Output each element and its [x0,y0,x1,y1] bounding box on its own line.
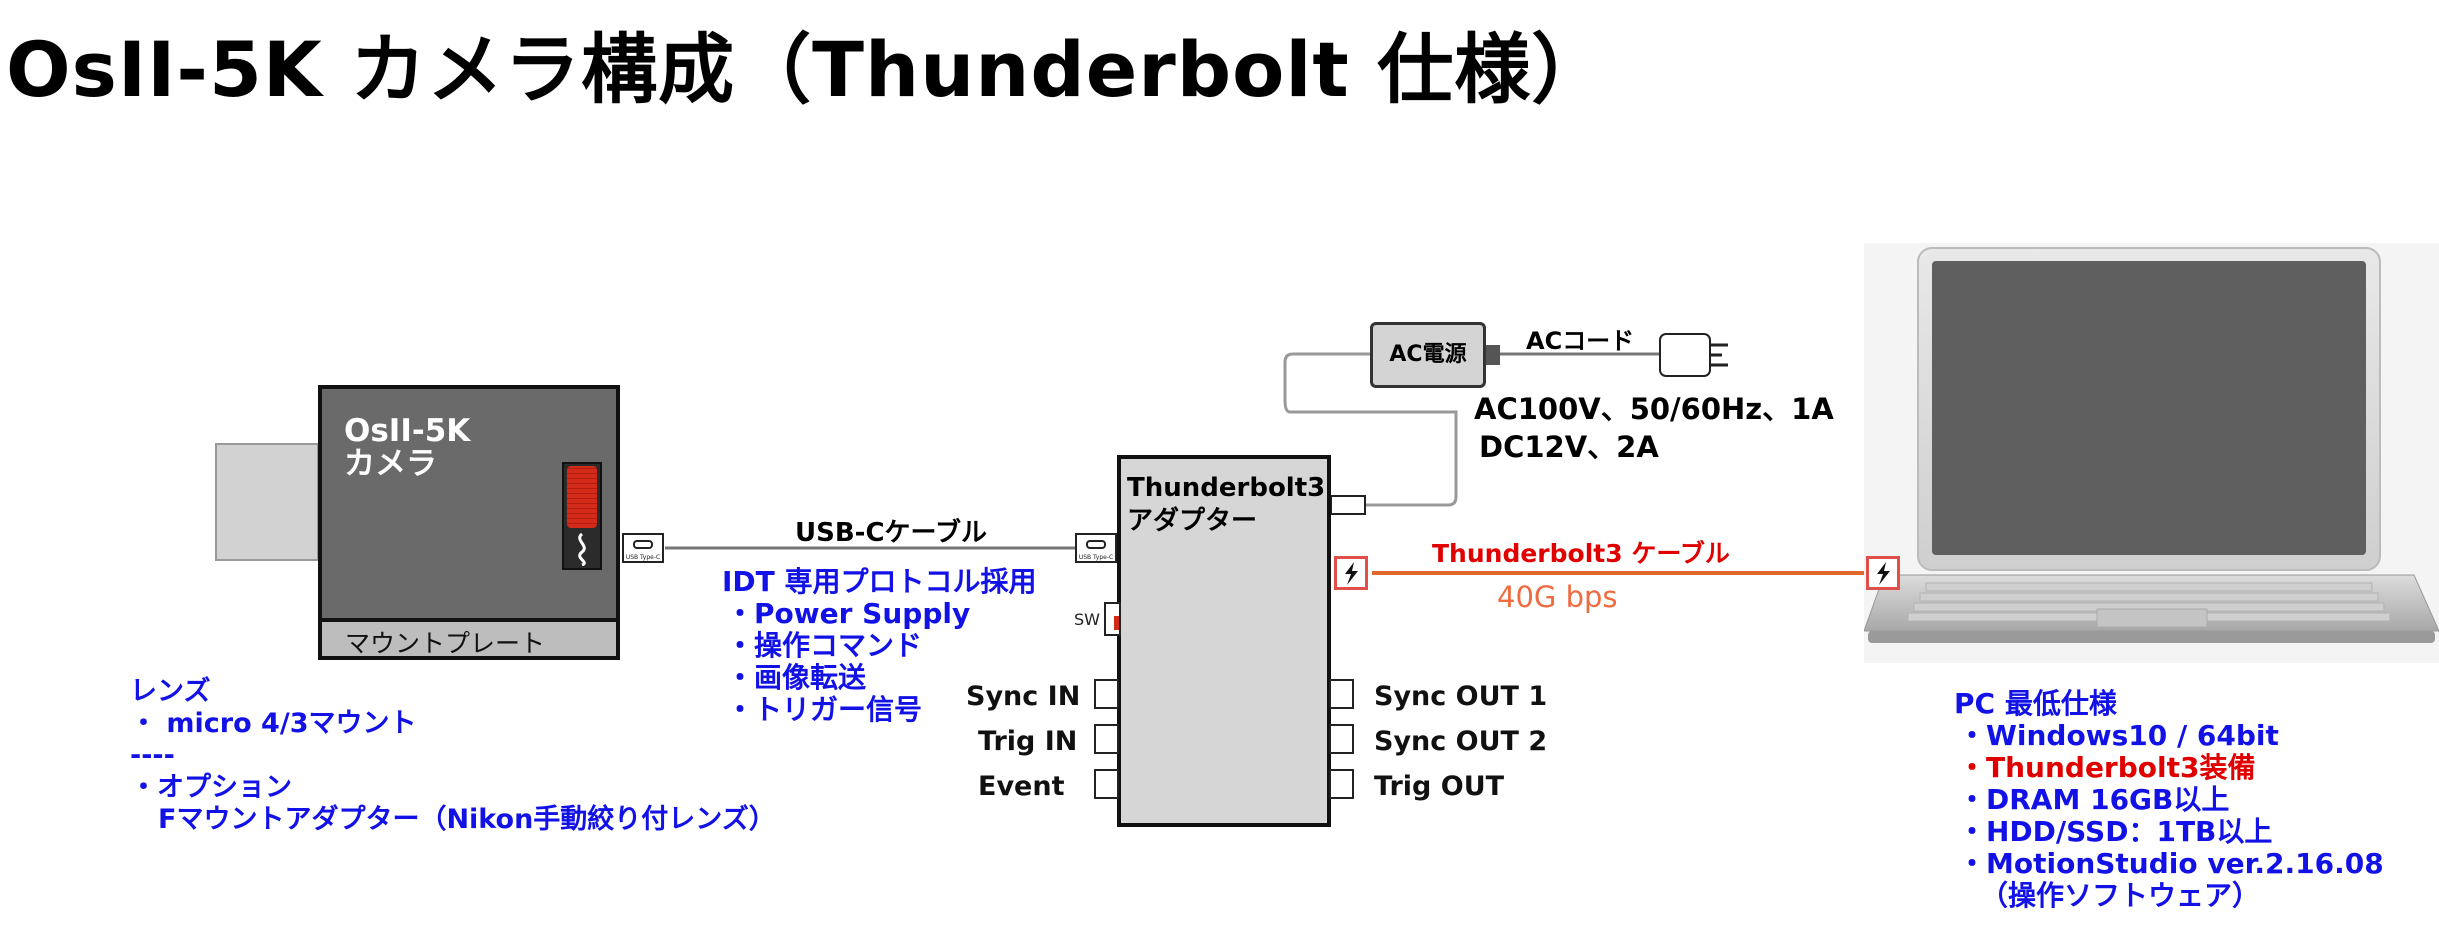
ac-cord-label: ACコード [1526,327,1635,355]
lens-notes-separator: ---- [130,740,175,771]
thunderbolt-cable-label: Thunderbolt3 ケーブル [1432,539,1730,568]
adapter-thunderbolt-port-icon [1334,556,1368,590]
idt-protocol-heading: IDT 専用プロトコル採用 [722,565,1037,598]
camera-usb-port: USB Type-C [622,533,664,563]
laptop-thunderbolt-port-icon [1866,556,1900,590]
trig-in-port [1094,724,1119,754]
lens-notes-heading: レンズ [130,676,211,707]
power-spec-ac: AC100V、50/60Hz、1A [1474,392,1834,426]
pc-spec-item: ・HDD/SSD：1TB以上 [1958,815,2273,848]
idt-item: ・Power Supply [726,597,971,630]
camera-usb-port-label: USB Type-C [625,554,661,561]
laptop-image [1864,243,2439,663]
thunderbolt-speed-label: 40G bps [1497,580,1618,614]
dc-jack [1330,495,1366,515]
ac-power-label: AC電源 [1389,342,1467,367]
ac-plug-icon [1486,333,1728,377]
sync-in-port [1094,679,1119,709]
idt-item: ・画像転送 [726,661,867,694]
pc-spec-note: （操作ソフトウェア） [1980,879,2261,912]
sync-out-1-port [1329,679,1354,709]
idt-item: ・トリガー信号 [726,693,923,726]
trig-out-label: Trig OUT [1374,771,1505,802]
record-button [567,466,597,528]
sync-in-label: Sync IN [966,681,1081,712]
mount-plate [318,618,620,660]
sw-label: SW [1074,610,1100,629]
event-port [1094,769,1119,799]
camera-lens [215,443,319,561]
page-title: OsII-5K カメラ構成（Thunderbolt 仕様） [6,25,1609,114]
event-label: Event [978,771,1065,802]
idt-protocol-notes: IDT 専用プロトコル採用 ・Power Supply ・操作コマンド ・画像転… [722,566,1037,726]
sw-switch [1104,602,1121,636]
adapter-usb-port-label: USB Type-C [1078,554,1114,561]
sync-out-2-port [1329,724,1354,754]
ac-power-box [1370,322,1486,388]
wave-icon [578,532,586,566]
camera-label-line2: カメラ [344,446,437,482]
sync-out-2-label: Sync OUT 2 [1374,726,1548,757]
power-specs: AC100V、50/60Hz、1A DC12V、2A [1474,390,1834,466]
lens-notes: レンズ ・ micro 4/3マウント ---- ・オプション Fマウントアダプ… [128,676,776,836]
lens-notes-option: ・オプション [130,772,292,803]
thunderbolt-adapter-box [1117,455,1331,827]
idt-item: ・操作コマンド [726,629,923,662]
trig-in-label: Trig IN [978,726,1078,757]
pc-spec-item: ・MotionStudio ver.2.16.08 [1958,847,2384,880]
adapter-label-line1: Thunderbolt3 [1127,473,1326,503]
pc-spec-item-highlight: ・Thunderbolt3装備 [1958,751,2256,784]
dc-cable-line [1283,352,1458,507]
pc-specs: PC 最低仕様 ・Windows10 / 64bit ・Thunderbolt3… [1954,688,2384,912]
pc-spec-item: ・DRAM 16GB以上 [1958,783,2230,816]
trig-out-port [1329,769,1354,799]
adapter-label: Thunderbolt3 アダプター [1127,472,1325,538]
sync-out-1-label: Sync OUT 1 [1374,681,1548,712]
camera-label: OsII-5K カメラ [344,415,470,481]
mount-plate-label: マウントプレート [345,629,546,658]
adapter-label-line2: アダプター [1127,506,1258,536]
lens-notes-option-detail: Fマウントアダプター（Nikon手動絞り付レンズ） [158,804,776,835]
lens-notes-mount: ・ micro 4/3マウント [130,708,417,739]
usb-c-cable-label: USB-Cケーブル [795,518,987,548]
power-spec-dc: DC12V、2A [1479,430,1659,464]
camera-label-line1: OsII-5K [344,413,471,449]
pc-specs-heading: PC 最低仕様 [1954,687,2117,720]
pc-spec-item: ・Windows10 / 64bit [1958,719,2279,752]
adapter-usb-port: USB Type-C [1075,533,1117,563]
